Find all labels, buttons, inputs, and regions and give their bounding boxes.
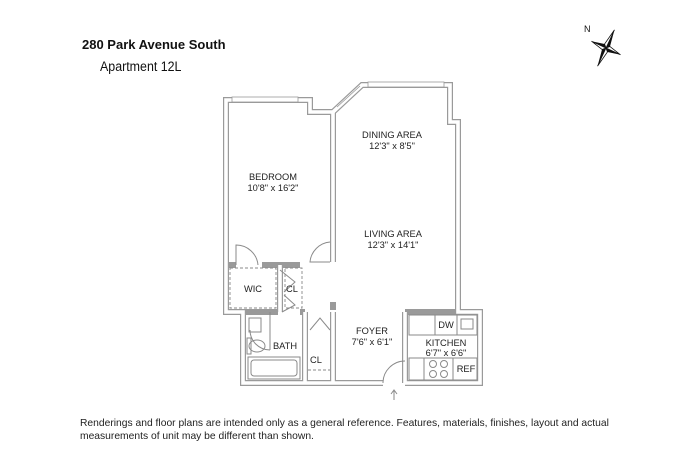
fixtures xyxy=(229,267,478,381)
disclaimer: Renderings and floor plans are intended … xyxy=(80,418,609,442)
living-area-label: LIVING AREA xyxy=(364,229,423,239)
kitchen-label: KITCHEN xyxy=(426,338,467,348)
closet-label: CL xyxy=(286,284,298,294)
refrigerator-label: REF xyxy=(457,364,476,374)
bedroom-size: 10'8" x 16'2" xyxy=(248,183,299,193)
bedroom-label: BEDROOM xyxy=(249,172,297,182)
dining-area-label: DINING AREA xyxy=(362,130,423,140)
closet-label-2: CL xyxy=(310,355,322,365)
kitchen-size: 6'7" x 6'6" xyxy=(426,348,467,358)
foyer-label: FOYER xyxy=(356,326,388,336)
building-address: 280 Park Avenue South xyxy=(82,37,226,52)
doors xyxy=(235,241,406,400)
bath-label: BATH xyxy=(273,341,297,351)
foyer-size: 7'6" x 6'1" xyxy=(352,337,393,347)
dining-area-size: 12'3" x 8'5" xyxy=(369,141,415,151)
compass-rose-icon: N xyxy=(584,24,621,67)
walls xyxy=(223,82,483,386)
unit-name: Apartment 12L xyxy=(100,59,182,74)
windows xyxy=(231,81,445,108)
room-labels: DINING AREA 12'3" x 8'5" BEDROOM 10'8" x… xyxy=(244,130,476,374)
north-label: N xyxy=(584,24,591,34)
dishwasher-label: DW xyxy=(438,320,454,330)
wic-label: WIC xyxy=(244,284,262,294)
living-area-size: 12'3" x 14'1" xyxy=(368,240,419,250)
